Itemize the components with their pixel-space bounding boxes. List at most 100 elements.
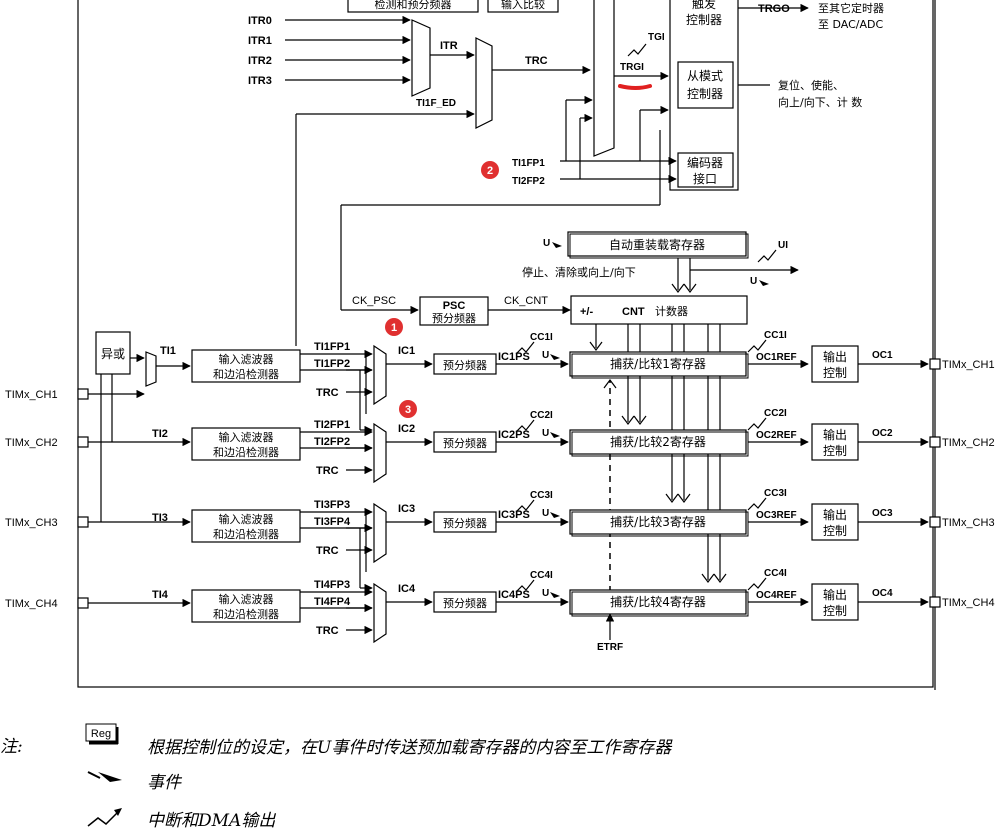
ti1-label: TI1 <box>160 345 176 357</box>
ic-mux-4 <box>373 582 387 644</box>
timer-frame <box>77 0 934 688</box>
oc-label-4: OC4 <box>872 588 893 599</box>
reg-u-label-3: U <box>542 508 549 519</box>
filter3-l1: 输入滤波器 <box>219 512 274 526</box>
ti2fp2-top-label: TI2FP2 <box>512 176 545 187</box>
filter-box-3 <box>191 509 301 543</box>
psc-box <box>419 296 489 326</box>
encoder-l2: 接口 <box>693 171 717 186</box>
icps-label-3: IC3PS <box>498 509 530 521</box>
psc-title: PSC <box>443 300 466 312</box>
output-ctrl-2 <box>811 423 859 461</box>
badge-3: 3 <box>399 400 417 418</box>
ic-prescaler-label-3: 预分频器 <box>443 516 487 530</box>
reg-u-label-2: U <box>542 428 549 439</box>
cci-in-label-3: CC3I <box>530 490 553 501</box>
filter4-l2: 和边沿检测器 <box>213 607 279 621</box>
trc-label-4: TRC <box>316 625 339 637</box>
ic-label-1: IC1 <box>398 345 415 357</box>
badge-1-text: 1 <box>391 322 397 334</box>
cc-register-label-4: 捕获/比较4寄存器 <box>610 594 706 609</box>
input-pin-label-3: TIMx_CH3 <box>5 517 58 529</box>
oc-label-3: OC3 <box>872 508 893 519</box>
input-compare-label: 输入比较 <box>501 0 545 11</box>
trgi-highlight <box>618 84 652 90</box>
cci-out-label-4: CC4I <box>764 568 787 579</box>
output-ctrl-l2-4: 控制 <box>823 604 847 618</box>
fpb-label-2: TI2FP2 <box>314 436 350 448</box>
cc-register-label-3: 捕获/比较3寄存器 <box>610 514 706 529</box>
ocref-label-4: OC4REF <box>756 590 797 601</box>
legend-reg-desc: 根据控制位的设定，在U事件时传送预加载寄存器的内容至工作寄存器 <box>147 738 673 758</box>
fpb-label-3: TI3FP4 <box>314 516 351 528</box>
psc-sub: 预分频器 <box>432 311 476 325</box>
itr-mux <box>411 19 431 97</box>
cci-out-label-3: CC3I <box>764 488 787 499</box>
trc-top-label: TRC <box>525 55 548 67</box>
ic-prescaler-label-1: 预分频器 <box>443 358 487 372</box>
fpa-label-4: TI4FP3 <box>314 579 350 591</box>
trigger-ctrl-l1: 触发 <box>692 0 716 11</box>
trgo-dest-l1: 至其它定时器 <box>818 1 884 15</box>
input-pin-4 <box>77 597 89 609</box>
cnt-u-label: U <box>750 276 757 287</box>
cc-register-1 <box>569 351 747 377</box>
input-pin-label-1: TIMx_CH1 <box>5 389 58 401</box>
input-pin-3 <box>77 516 89 528</box>
output-ctrl-l2-1: 控制 <box>823 366 847 380</box>
icps-label-4: IC4PS <box>498 589 530 601</box>
xor-box <box>95 331 131 375</box>
irq-icon <box>87 809 121 827</box>
fpb-label-1: TI1FP2 <box>314 358 350 370</box>
ic-mux-1 <box>373 344 387 406</box>
itr3-label: ITR3 <box>248 75 272 87</box>
output-ctrl-l1-2: 输出 <box>823 427 847 442</box>
ic-mux-2 <box>373 422 387 484</box>
filter-prescaler-box <box>347 0 479 13</box>
filter3-l2: 和边沿检测器 <box>213 527 279 541</box>
reg-u-label-4: U <box>542 588 549 599</box>
cci-out-label-2: CC2I <box>764 408 787 419</box>
slave-ctrl-l2: 控制器 <box>687 87 723 101</box>
encoder-box <box>677 152 734 188</box>
output-pin-2 <box>929 436 941 448</box>
cc-register-label-2: 捕获/比较2寄存器 <box>610 434 706 449</box>
ic-prescaler-label-2: 预分频器 <box>443 436 487 450</box>
cnt-box <box>570 295 748 325</box>
input-pin-label-2: TIMx_CH2 <box>5 437 58 449</box>
ui-label: UI <box>778 240 788 251</box>
cnt-pm-label: +/- <box>580 306 593 318</box>
fpa-label-2: TI2FP1 <box>314 419 350 431</box>
badge-3-text: 3 <box>405 404 411 416</box>
encoder-l1: 编码器 <box>687 155 723 170</box>
ic-label-2: IC2 <box>398 423 415 435</box>
legend: 注: Reg 根据控制位的设定，在U事件时传送预加载寄存器的内容至工作寄存器 事… <box>0 723 673 831</box>
input-compare-box <box>487 0 559 13</box>
ocref-label-2: OC2REF <box>756 430 797 441</box>
output-pin-label-1: TIMx_CH1 <box>942 359 995 371</box>
cnt-title: CNT <box>622 306 645 318</box>
badge-1: 1 <box>385 318 403 336</box>
input-pin-label-4: TIMx_CH4 <box>5 598 58 610</box>
ck-cnt-label: CK_CNT <box>504 295 548 307</box>
ic-label-3: IC3 <box>398 503 415 515</box>
trigger-ctrl-l2: 控制器 <box>686 13 722 27</box>
slave-ctrl-l1: 从模式 <box>687 69 723 83</box>
fpb-label-4: TI4FP4 <box>314 596 351 608</box>
cci-in-label-1: CC1I <box>530 332 553 343</box>
fpa-label-1: TI1FP1 <box>314 341 350 353</box>
ocref-label-3: OC3REF <box>756 510 797 521</box>
ti3-label: TI3 <box>152 512 168 524</box>
trc-label-1: TRC <box>316 387 339 399</box>
slave-desc-l1: 复位、使能、 <box>778 78 844 92</box>
event-icon <box>98 772 122 782</box>
icps-label-1: IC1PS <box>498 351 530 363</box>
filter-box-1 <box>191 349 301 383</box>
tgi-label: TGI <box>648 32 665 43</box>
output-ctrl-l1-4: 输出 <box>823 587 847 602</box>
ic-prescaler-label-4: 预分频器 <box>443 596 487 610</box>
input-section: 异或 TI1 TI2 TI3 TI4 输入滤波器 和边沿检测器 输入滤波器 和边… <box>88 331 623 653</box>
ocref-label-1: OC1REF <box>756 352 797 363</box>
